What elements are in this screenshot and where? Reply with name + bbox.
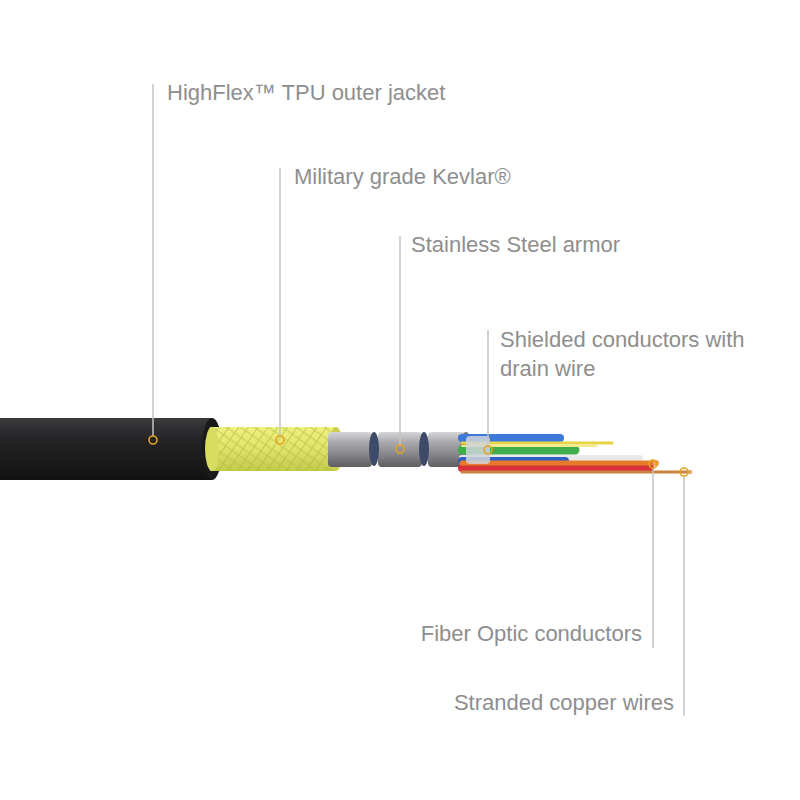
callout-label: Shielded conductors with drain wire bbox=[500, 325, 780, 383]
callout-dot bbox=[276, 436, 284, 444]
callout-label: Fiber Optic conductors bbox=[421, 619, 642, 648]
leader-line bbox=[399, 236, 401, 445]
callout-dot bbox=[396, 445, 404, 453]
callout-label: Stainless Steel armor bbox=[411, 230, 620, 259]
callout-label: HighFlex™ TPU outer jacket bbox=[167, 78, 445, 107]
leader-line bbox=[152, 84, 154, 436]
callout-label: Stranded copper wires bbox=[454, 688, 674, 717]
fiber-optic-conductor bbox=[462, 461, 656, 466]
steel-armor-ring bbox=[328, 432, 372, 467]
kevlar-start bbox=[205, 427, 219, 471]
shield-foil bbox=[466, 436, 490, 464]
leader-line bbox=[652, 468, 654, 648]
outer-jacket bbox=[0, 418, 212, 480]
callout-label: Military grade Kevlar® bbox=[294, 162, 511, 191]
leader-line bbox=[683, 476, 685, 716]
kevlar-braid bbox=[210, 427, 336, 471]
callout-dot bbox=[680, 468, 688, 476]
armor-gap bbox=[419, 432, 429, 466]
armor-gap bbox=[369, 432, 379, 466]
leader-line bbox=[487, 330, 489, 446]
copper-wire bbox=[462, 471, 690, 474]
kevlar-weave bbox=[210, 427, 336, 471]
leader-line bbox=[279, 168, 281, 436]
callout-dot bbox=[649, 460, 657, 468]
callout-dot bbox=[149, 436, 157, 444]
callout-dot bbox=[484, 446, 492, 454]
